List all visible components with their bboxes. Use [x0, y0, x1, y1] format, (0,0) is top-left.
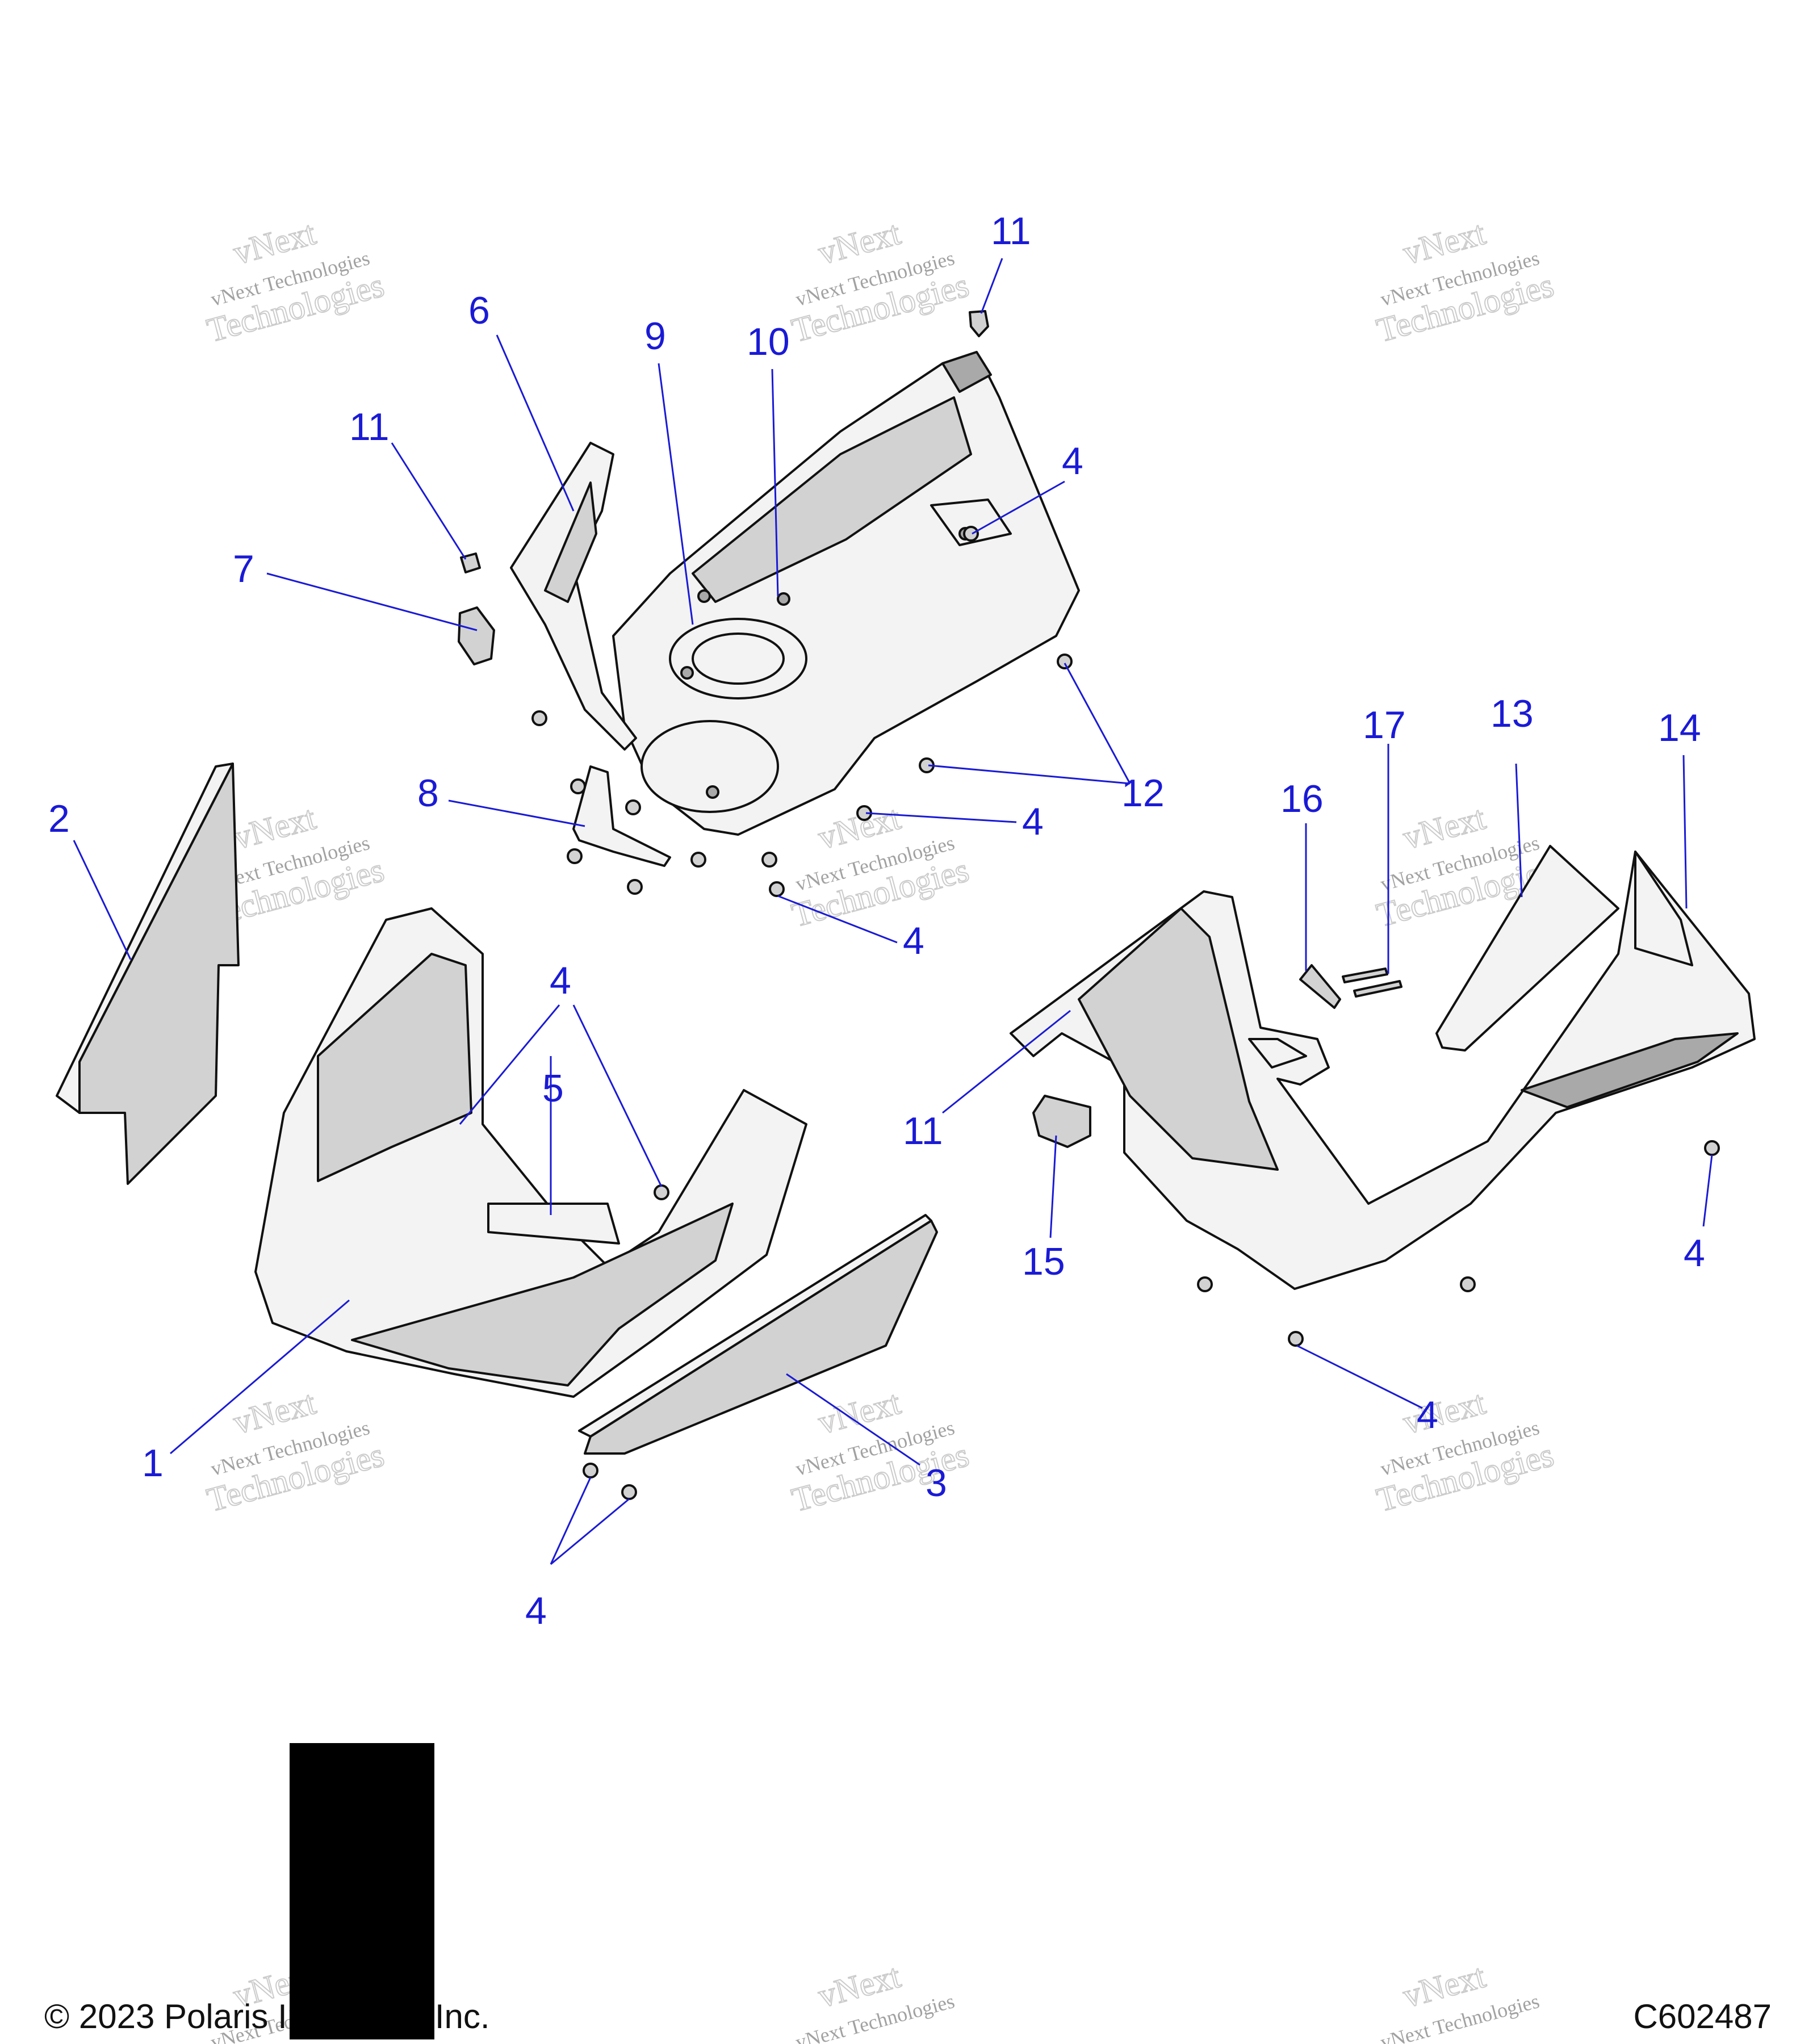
watermark-bottom-center: vNext vNext Technologies: [793, 1957, 957, 2044]
callout-6: 6: [468, 289, 490, 332]
callout-4-mid-left: 4: [550, 959, 571, 1002]
callout-11-top: 11: [991, 210, 1031, 253]
part-9-belly-pan: [612, 351, 1080, 836]
callout-13: 13: [1491, 692, 1534, 735]
callout-1: 1: [142, 1442, 164, 1485]
callout-17: 17: [1363, 703, 1406, 747]
part-8-bracket: [572, 765, 671, 867]
callout-5: 5: [542, 1067, 564, 1110]
part-7-clip: [458, 606, 495, 665]
callout-4-lower-right: 4: [1417, 1393, 1438, 1436]
part-14-front-fascia: [1010, 851, 1756, 1290]
callout-11-left: 11: [349, 405, 390, 449]
watermark-top-right: vNext vNext Technologies Technologies: [1372, 213, 1558, 350]
watermark-mid-center: vNext vNext Technologies Technologies: [788, 798, 973, 935]
callout-11-right: 11: [903, 1109, 943, 1153]
callout-7: 7: [233, 547, 254, 590]
watermark-low-right: vNext vNext Technologies Technologies: [1372, 1383, 1558, 1519]
callout-8: 8: [417, 772, 439, 815]
part-13-decal: [1435, 845, 1619, 1052]
callout-4-top: 4: [1062, 439, 1083, 483]
leader-lines: [73, 258, 1713, 1565]
callout-4-bottom-left: 4: [525, 1589, 547, 1632]
callout-4-far-right: 4: [1684, 1232, 1705, 1275]
redaction-block-overlay: [290, 1743, 434, 2039]
watermark-low-left: vNext vNext Technologies Technologies: [203, 1383, 388, 1519]
watermark-top-center: vNext vNext Technologies Technologies: [788, 213, 973, 350]
callout-4-mid-center: 4: [903, 919, 924, 962]
callout-3: 3: [926, 1461, 947, 1505]
part-6-side-bracket: [510, 442, 637, 751]
part-15-bumper-block: [1032, 1095, 1091, 1148]
callout-12: 12: [1121, 772, 1165, 815]
part-17-screws: [1342, 967, 1402, 998]
callout-15: 15: [1022, 1240, 1065, 1283]
callout-2: 2: [48, 797, 70, 840]
part-11-push-rivet-top: [969, 310, 989, 337]
part-1-lower-front-skid: [254, 907, 807, 1398]
callout-labels: 1 2 3 4 4 4 4 4 4 4 5 6 7 8 9 10 11 11 1…: [48, 210, 1705, 1632]
callout-14: 14: [1658, 706, 1701, 749]
part-3-right-panel: [578, 1214, 938, 1455]
callout-9: 9: [644, 315, 666, 358]
watermark-top-left: vNext vNext Technologies Technologies: [203, 213, 388, 350]
watermark-bottom-right: vNext vNext Technologies: [1378, 1957, 1542, 2044]
callout-10: 10: [747, 320, 790, 363]
callout-16: 16: [1280, 777, 1324, 820]
part-2-left-panel: [56, 763, 240, 1185]
part-16-bracket: [1299, 964, 1341, 1009]
drawing-code: C602487: [1633, 1997, 1772, 2035]
fastener-group: [452, 526, 1720, 1500]
callout-4-center-right: 4: [1022, 800, 1044, 843]
